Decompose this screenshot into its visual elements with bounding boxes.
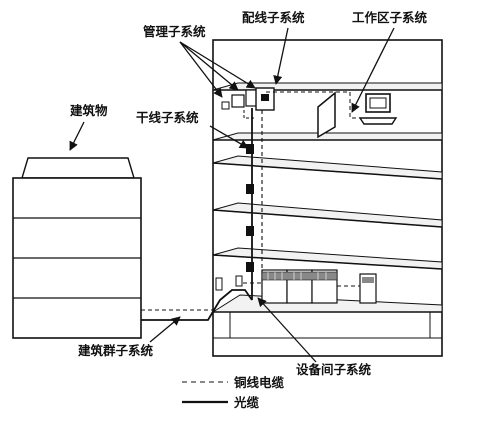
- arrow-management-2: [179, 41, 239, 91]
- computer-icon: [358, 93, 398, 125]
- arrow-management-3: [179, 41, 256, 89]
- partition-wall: [317, 91, 336, 139]
- riser-box: [246, 226, 254, 236]
- label-horizontal-subsystem: 配线子系统: [242, 10, 305, 25]
- arrow-campus: [149, 316, 181, 343]
- telecom-closet: [221, 87, 275, 111]
- arrow-equipment-room: [257, 297, 317, 363]
- equipment-cabinets: [261, 269, 377, 304]
- wall-box: [215, 277, 223, 291]
- label-campus-subsystem: 建筑群子系统: [78, 343, 154, 358]
- legend: 铜线电缆 光缆: [182, 375, 285, 410]
- label-management-subsystem: 管理子系统: [143, 24, 206, 39]
- arrow-management-1: [179, 41, 223, 98]
- legend-copper-label: 铜线电缆: [234, 375, 285, 390]
- riser-box: [246, 184, 254, 194]
- label-equipment-room-subsystem: 设备间子系统: [296, 362, 372, 377]
- arrow-horizontal: [273, 27, 289, 85]
- wall-box: [235, 275, 243, 287]
- label-backbone-subsystem: 干线子系统: [136, 110, 199, 125]
- arrow-backbone: [209, 125, 249, 149]
- small-building: [12, 157, 142, 339]
- main-building: [211, 39, 443, 357]
- label-building: 建筑物: [70, 103, 108, 118]
- campus-fiber-cable: [141, 289, 253, 321]
- label-work-area-subsystem: 工作区子系统: [352, 10, 428, 25]
- riser-box: [246, 144, 254, 154]
- arrow-building: [69, 121, 85, 151]
- floor-slab: [212, 132, 443, 141]
- arrow-work-area: [351, 27, 395, 113]
- legend-fiber-label: 光缆: [233, 395, 260, 410]
- riser-box: [246, 262, 254, 272]
